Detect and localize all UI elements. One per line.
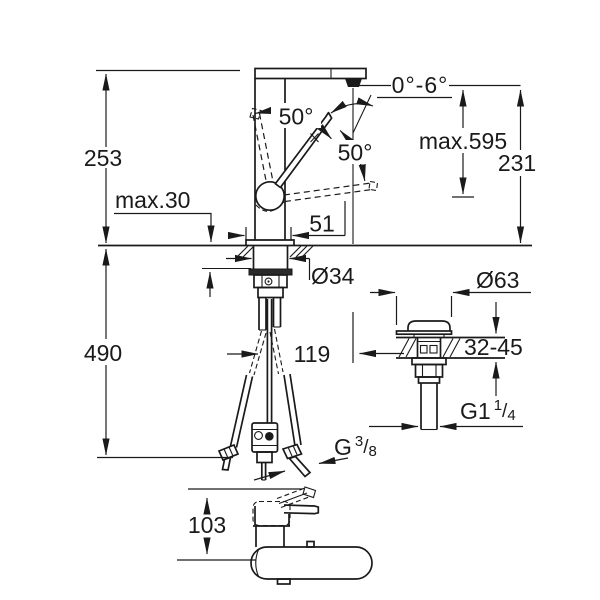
spout-cap — [254, 67, 367, 80]
g114-num: 1 — [494, 397, 502, 414]
g114-slash: / — [502, 401, 508, 422]
faucet-side-view: 103 — [177, 486, 373, 585]
dim-label-d63: Ø63 — [476, 267, 519, 293]
supply-tubes — [248, 297, 284, 423]
g114-base: G1 — [460, 398, 491, 424]
tilt-arc — [330, 97, 374, 114]
waste-cap-dome — [407, 320, 451, 331]
dimension-50-lower: 50° — [332, 130, 379, 182]
dimension-231: 231 — [498, 89, 536, 244]
dim-label-103: 103 — [188, 512, 226, 538]
g38-num: 3 — [355, 433, 363, 450]
dimension-diameter63: Ø63 — [370, 267, 531, 325]
dim-label-50-down: 50° — [338, 140, 373, 166]
dimension-diameter34: Ø34 — [226, 254, 355, 289]
hose-weight — [251, 422, 279, 481]
dimension-253: 253 — [84, 69, 240, 244]
dimension-119: 119 — [227, 312, 404, 367]
dimension-103: 103 — [188, 497, 226, 555]
dim-label-231: 231 — [498, 150, 536, 176]
dim-label-tilt: 0°-6° — [392, 72, 449, 98]
dimension-51: 51 — [228, 201, 346, 240]
basin-hatching — [398, 338, 461, 358]
g114-den: 4 — [507, 407, 515, 424]
dimension-32-45: 32-45 — [464, 302, 523, 396]
left-supply-hose — [217, 374, 254, 471]
dimension-max30: max.30 — [114, 187, 215, 297]
spout-tilt-line — [352, 94, 372, 134]
dim-label-119: 119 — [294, 341, 331, 367]
dim-label-max30: max.30 — [115, 187, 190, 213]
side-lever-raised-dashed — [276, 486, 317, 509]
dim-label-d34: Ø34 — [311, 263, 355, 289]
dim-label-253: 253 — [84, 145, 122, 171]
right-supply-hose — [281, 373, 312, 478]
g38-slash: / — [363, 437, 369, 458]
faucet-front-view — [98, 67, 532, 481]
side-base-oval — [250, 546, 373, 585]
waste-body — [411, 337, 447, 431]
dim-label-max595: max.595 — [419, 128, 507, 154]
dimension-490: 490 — [84, 248, 233, 459]
side-column — [255, 526, 315, 548]
aerator-icon — [345, 78, 362, 87]
body-base — [245, 239, 295, 245]
dimension-tilt-0-6: 0°-6° — [353, 72, 521, 99]
dim-label-490: 490 — [84, 340, 122, 366]
dim-label-32-45: 32-45 — [464, 334, 523, 360]
side-lever — [283, 504, 320, 515]
dimension-max595: max.595 — [419, 89, 507, 198]
g38-base: G — [334, 434, 352, 460]
lever-pivot-ball — [254, 180, 286, 212]
mounting-shank — [248, 245, 293, 299]
dim-label-51: 51 — [309, 211, 335, 237]
g38-den: 8 — [369, 443, 377, 460]
dim-label-50-up: 50° — [279, 104, 314, 130]
deck-hatching — [236, 245, 314, 258]
dimension-50-upper: 50° — [254, 103, 332, 140]
waste-cap-brim — [395, 330, 453, 336]
